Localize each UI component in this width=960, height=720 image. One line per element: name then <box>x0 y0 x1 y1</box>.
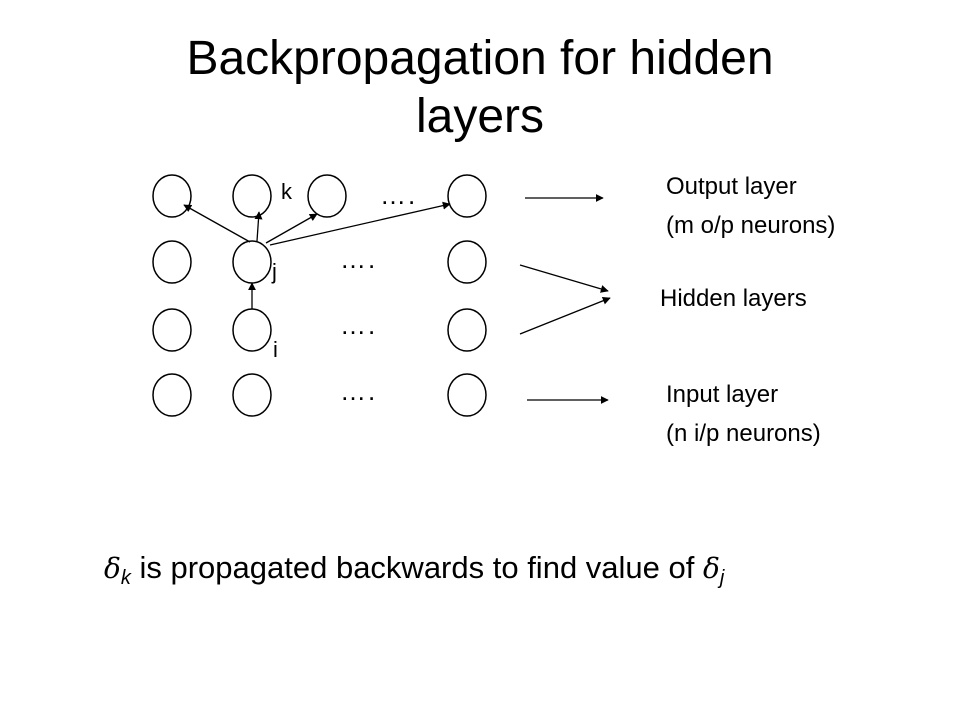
neuron-col1-row1 <box>152 174 192 218</box>
delta-j-subscript: j <box>719 567 725 589</box>
neuron-i <box>232 308 272 352</box>
delta-k-subscript: k <box>120 567 131 589</box>
caption: δk is propagated backwards to find value… <box>104 548 724 598</box>
neuron-label-k: k <box>281 179 292 204</box>
edge-j-to-k <box>254 211 263 242</box>
edge-j-to-col1-output <box>183 204 251 243</box>
ellipsis-row4: …. <box>340 376 378 406</box>
page-title: Backpropagation for hidden layers <box>0 30 960 146</box>
neuron-last-row1 <box>447 174 487 218</box>
ellipsis-row2: …. <box>340 244 378 274</box>
input-layer-title: Input layer <box>666 381 779 408</box>
ellipsis-row1: …. <box>380 180 418 210</box>
output-layer-title: Output layer <box>666 173 797 200</box>
title-line-1: Backpropagation for hidden <box>186 32 774 85</box>
ellipsis-row3: …. <box>340 310 378 340</box>
neuron-j <box>232 240 272 284</box>
edge-j-to-last-output <box>269 201 451 246</box>
neuron-col2-row1 <box>232 174 272 218</box>
neuron-col1-row2 <box>152 240 192 284</box>
delta-j-symbol: δ <box>702 552 720 585</box>
delta-k-symbol: δ <box>104 552 121 585</box>
neuron-last-row2 <box>447 240 487 284</box>
neuron-label-j: j <box>272 259 277 284</box>
caption-text: is propagated backwards to find value of <box>130 550 703 585</box>
hidden-layers-label: Hidden layers <box>660 285 807 312</box>
input-layer-detail: (n i/p neurons) <box>666 420 821 447</box>
arrow-hidden-upper <box>519 264 609 293</box>
neuron-col3-row1 <box>307 174 347 218</box>
neuron-col1-row3 <box>152 308 192 352</box>
arrow-hidden-lower <box>519 296 611 335</box>
title-line-2: layers <box>415 90 545 143</box>
neuron-col2-row4 <box>232 373 272 417</box>
neuron-last-row4 <box>447 373 487 417</box>
neuron-last-row3 <box>447 308 487 352</box>
neuron-col1-row4 <box>152 373 192 417</box>
neuron-label-i: i <box>273 337 278 362</box>
edge-j-to-col3-output <box>265 213 318 244</box>
output-layer-detail: (m o/p neurons) <box>666 212 836 239</box>
